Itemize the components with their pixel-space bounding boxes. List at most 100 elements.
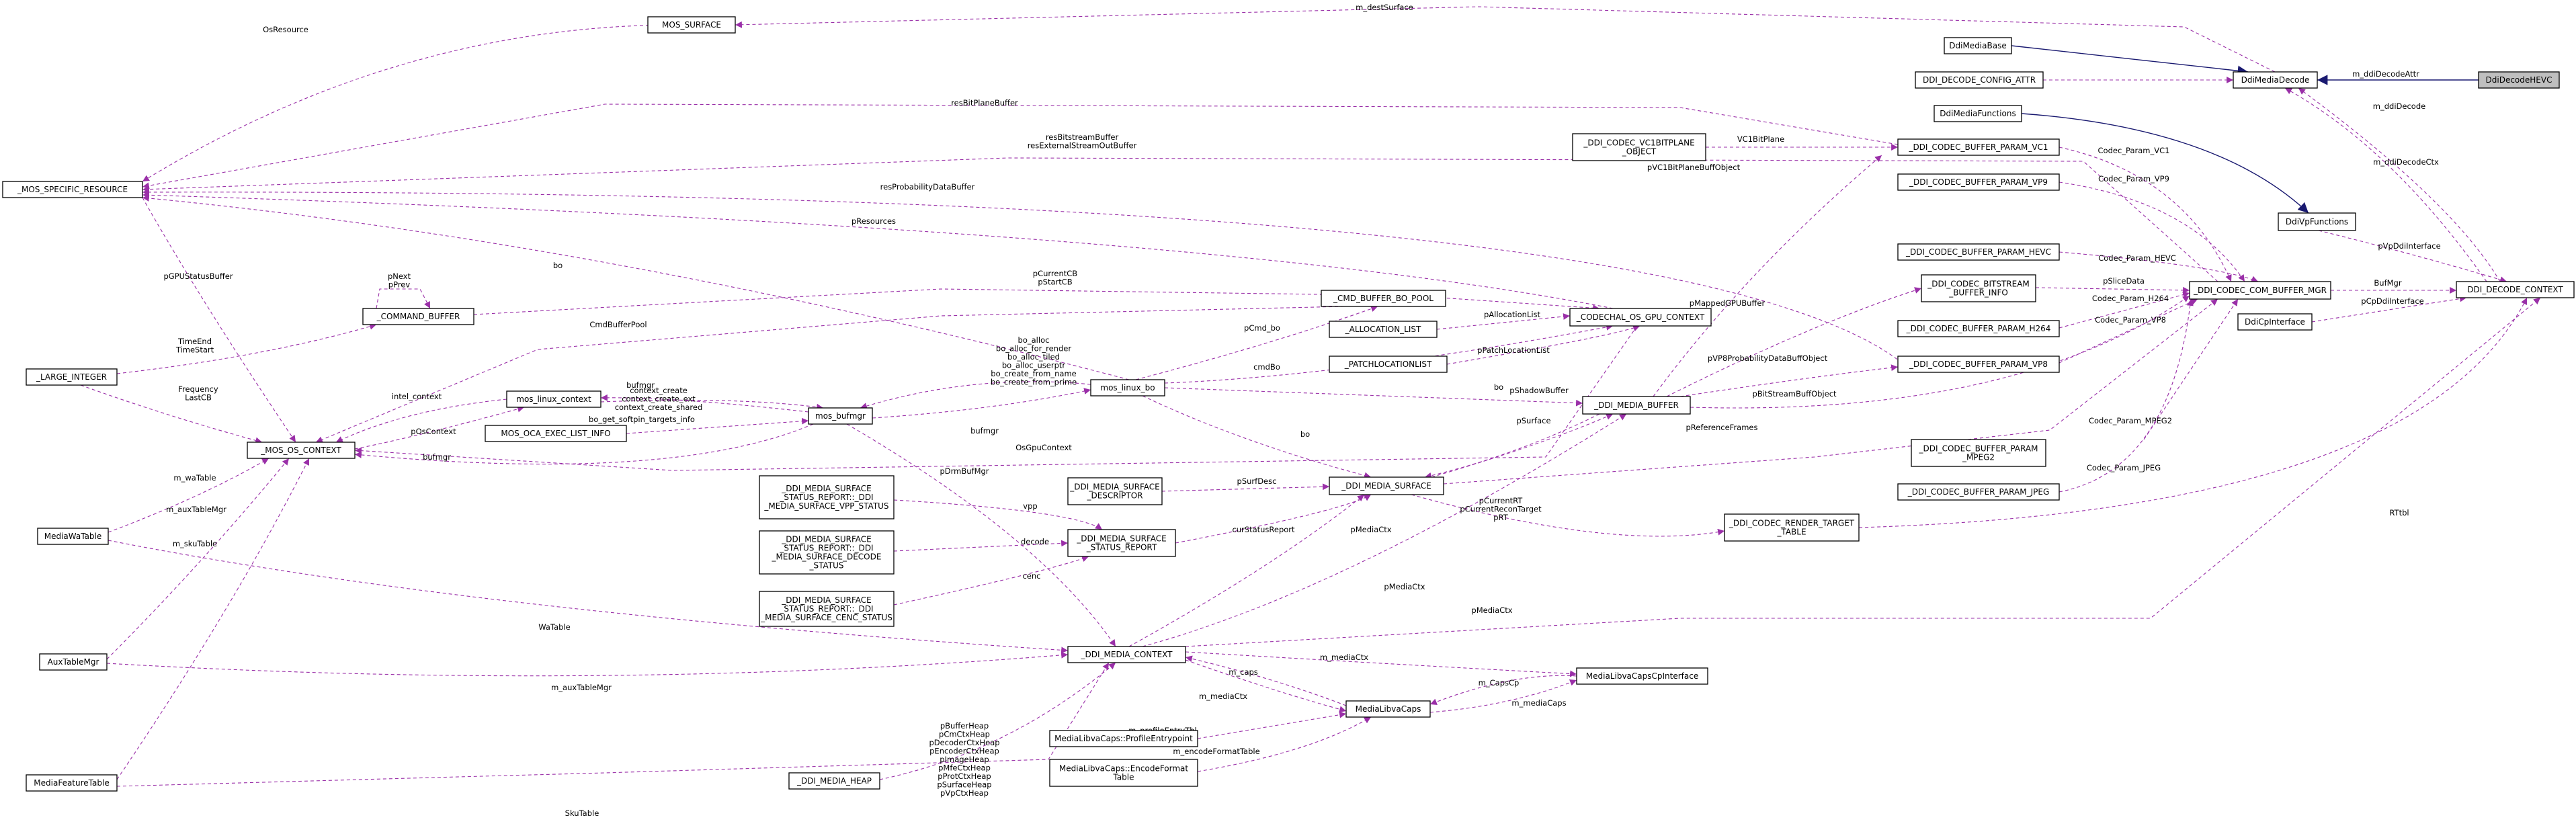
class-node-ddivpfunctions[interactable]: DdiVpFunctions xyxy=(2278,212,2356,231)
edge-label: bo xyxy=(1300,429,1310,439)
class-node-ddicpinterface[interactable]: DdiCpInterface xyxy=(2237,313,2313,331)
node-label: _LARGE_INTEGER xyxy=(36,372,107,382)
edge-mos_linux_bo-to-mos_bufmgr xyxy=(860,381,1091,409)
edge-mos_bufmgr-to-mos_linux_context xyxy=(600,394,809,413)
node-box xyxy=(808,407,873,425)
class-node-vpp-status[interactable]: _DDI_MEDIA_SURFACE_STATUS_REPORT::_DDI_M… xyxy=(759,475,895,519)
node-box xyxy=(2237,313,2313,331)
node-box xyxy=(1576,667,1708,685)
class-node-ddimediabase[interactable]: DdiMediaBase xyxy=(1944,37,2012,54)
edge-DDI_MEDIA_CONTEXT-to-MediaLibvaCaps xyxy=(1185,659,1347,713)
class-node-mos-linux-context[interactable]: mos_linux_context xyxy=(506,390,601,408)
node-box xyxy=(2189,281,2331,300)
class-node-mediafeaturetable[interactable]: MediaFeatureTable xyxy=(26,774,118,792)
class-node-surface-status-report[interactable]: _DDI_MEDIA_SURFACE_STATUS_REPORT xyxy=(1067,529,1176,557)
class-node-bitstream-info[interactable]: _DDI_CODEC_BITSTREAM_BUFFER_INFO xyxy=(1921,274,2036,302)
edge-MOS_OS_CONTEXT-to-mos_linux_context xyxy=(354,405,525,450)
edge-label: m_caps xyxy=(1229,667,1258,677)
class-node-ddidecodehevc[interactable]: DdiDecodeHEVC xyxy=(2478,71,2560,89)
class-node-large-integer[interactable]: _LARGE_INTEGER xyxy=(26,368,118,386)
node-label: _DDI_MEDIA_BUFFER xyxy=(1593,401,1679,410)
node-label: _DDI_CODEC_BUFFER_PARAM_MPEG2 xyxy=(1919,444,2038,462)
node-label: _DDI_MEDIA_SURFACE_STATUS_REPORT xyxy=(1076,534,1166,552)
class-node-profileentrypoint[interactable]: MediaLibvaCaps::ProfileEntrypoint xyxy=(1049,730,1198,747)
node-box xyxy=(1944,37,2012,54)
edge-RENDER_TARGET_TABLE-to-DDI_DECODE_CONTEXT xyxy=(1858,297,2528,528)
class-node-ddi-media-surface-descriptor[interactable]: _DDI_MEDIA_SURFACE_DESCRIPTOR xyxy=(1067,477,1163,505)
edge-PARAM_JPEG-to-DDI_CODEC_COM_BUFFER_MGR xyxy=(2059,298,2194,493)
class-node-ddi-media-heap[interactable]: _DDI_MEDIA_HEAP xyxy=(788,772,880,790)
class-node-cmd-buffer-bo-pool[interactable]: _CMD_BUFFER_BO_POOL xyxy=(1321,290,1446,307)
node-label: DdiCpInterface xyxy=(2245,317,2305,327)
class-node-param-vp8[interactable]: _DDI_CODEC_BUFFER_PARAM_VP8 xyxy=(1897,356,2060,373)
node-box xyxy=(1049,730,1198,747)
class-node-ddimediadecode[interactable]: DdiMediaDecode xyxy=(2233,71,2318,89)
node-box xyxy=(2278,212,2356,231)
class-node-ddi-media-buffer[interactable]: _DDI_MEDIA_BUFFER xyxy=(1582,396,1691,415)
edge-label: cenc xyxy=(1022,571,1040,581)
class-node-param-vp9[interactable]: _DDI_CODEC_BUFFER_PARAM_VP9 xyxy=(1897,173,2060,191)
edge-mos_linux_context-to-MOS_OS_CONTEXT xyxy=(335,399,507,443)
node-label: mos_bufmgr xyxy=(815,411,866,421)
class-node-mos-surface[interactable]: MOS_SURFACE xyxy=(647,16,736,34)
class-node-codechal-os-gpu-context[interactable]: _CODECHAL_OS_GPU_CONTEXT xyxy=(1569,308,1712,327)
class-node-mos-specific-resource[interactable]: _MOS_SPECIFIC_RESOURCE xyxy=(2,181,143,198)
node-box xyxy=(1921,274,2036,302)
class-node-ddimediafunctions[interactable]: DdiMediaFunctions xyxy=(1934,105,2022,122)
edge-label: pResources xyxy=(851,216,896,226)
edge-DdiMediaBase-to-DdiMediaDecode xyxy=(2011,45,2249,76)
class-node-auxtablemgr[interactable]: AuxTableMgr xyxy=(39,653,108,671)
node-label: _DDI_CODEC_VC1BITPLANE_OBJECT xyxy=(1583,138,1694,157)
class-node-mos-bufmgr[interactable]: mos_bufmgr xyxy=(808,407,873,425)
edge-label: m_ddiDecode xyxy=(2373,101,2425,111)
edge-label: VC1BitPlane xyxy=(1737,134,1784,144)
edge-label: m_mediaCaps xyxy=(1511,698,1566,708)
class-node-patchlocationlist[interactable]: _PATCHLOCATIONLIST xyxy=(1329,356,1448,373)
edge-DDI_MEDIA_BUFFER-to-DDI_MEDIA_SURFACE xyxy=(1424,413,1600,479)
edge-label: m_mediaCtx xyxy=(1320,653,1368,662)
class-node-decode-status[interactable]: _DDI_MEDIA_SURFACE_STATUS_REPORT::_DDI_M… xyxy=(759,530,895,575)
class-node-cenc-status[interactable]: _DDI_MEDIA_SURFACE_STATUS_REPORT::_DDI_M… xyxy=(759,591,895,627)
edge-label: pVC1BitPlaneBuffObject xyxy=(1647,163,1741,172)
edge-MOS_SPECIFIC_RESOURCE-to-CODECHAL_OS_GPU_CONTEXT xyxy=(142,192,1614,309)
class-node-param-vc1[interactable]: _DDI_CODEC_BUFFER_PARAM_VC1 xyxy=(1897,138,2060,156)
class-node-vc1bitplane[interactable]: _DDI_CODEC_VC1BITPLANE_OBJECT xyxy=(1572,133,1706,161)
class-node-mos-linux-bo[interactable]: mos_linux_bo xyxy=(1090,379,1165,397)
class-node-command-buffer[interactable]: _COMMAND_BUFFER xyxy=(362,308,474,325)
node-box xyxy=(1067,529,1176,557)
class-node-mediawatable[interactable]: MediaWaTable xyxy=(37,528,109,545)
edge-label: SkuTable xyxy=(565,808,599,818)
node-label: _COMMAND_BUFFER xyxy=(376,312,460,321)
class-node-ddi-codec-com-buffer-mgr[interactable]: _DDI_CODEC_COM_BUFFER_MGR xyxy=(2189,281,2331,300)
class-node-medialibvacapscpinterface[interactable]: MediaLibvaCapsCpInterface xyxy=(1576,667,1708,685)
class-node-ddi-decode-context[interactable]: DDI_DECODE_CONTEXT xyxy=(2456,281,2575,298)
class-node-ddi-media-context[interactable]: _DDI_MEDIA_CONTEXT xyxy=(1067,646,1186,663)
class-node-mos-oca-exec-list-info[interactable]: MOS_OCA_EXEC_LIST_INFO xyxy=(485,425,627,442)
node-box xyxy=(1572,133,1706,161)
node-label: _DDI_CODEC_BUFFER_PARAM_JPEG xyxy=(1907,487,2050,497)
node-box xyxy=(759,475,895,519)
node-label: _DDI_MEDIA_HEAP xyxy=(796,776,872,786)
node-label: _DDI_CODEC_BUFFER_PARAM_VC1 xyxy=(1908,142,2048,152)
edge-DDI_MEDIA_SURFACE-to-RENDER_TARGET_TABLE xyxy=(1411,494,1725,537)
node-box xyxy=(1897,243,2060,261)
class-node-allocation-list[interactable]: _ALLOCATION_LIST xyxy=(1329,321,1438,338)
class-node-param-mpeg2[interactable]: _DDI_CODEC_BUFFER_PARAM_MPEG2 xyxy=(1911,439,2046,467)
node-box xyxy=(1329,356,1448,373)
node-label: DdiMediaBase xyxy=(1949,41,2006,50)
class-node-ddi-decode-config-attr[interactable]: DDI_DECODE_CONFIG_ATTR xyxy=(1915,71,2044,89)
class-node-param-jpeg[interactable]: _DDI_CODEC_BUFFER_PARAM_JPEG xyxy=(1897,483,2060,501)
edge-DdiMediaFunctions-to-DdiVpFunctions xyxy=(2021,113,2309,214)
edge-label: m_waTable xyxy=(173,473,216,483)
class-node-medialibvacaps[interactable]: MediaLibvaCaps xyxy=(1345,700,1431,718)
class-node-param-h264[interactable]: _DDI_CODEC_BUFFER_PARAM_H264 xyxy=(1897,320,2060,337)
node-box xyxy=(39,653,108,671)
class-node-ddi-media-surface[interactable]: _DDI_MEDIA_SURFACE xyxy=(1329,476,1444,495)
class-node-param-hevc[interactable]: _DDI_CODEC_BUFFER_PARAM_HEVC xyxy=(1897,243,2060,261)
class-node-render-target-table[interactable]: _DDI_CODEC_RENDER_TARGET_TABLE xyxy=(1724,513,1860,542)
class-node-mos-os-context[interactable]: _MOS_OS_CONTEXT xyxy=(247,442,356,459)
edge-label: intel_context xyxy=(392,392,442,401)
edge-label: decode xyxy=(1021,537,1049,546)
